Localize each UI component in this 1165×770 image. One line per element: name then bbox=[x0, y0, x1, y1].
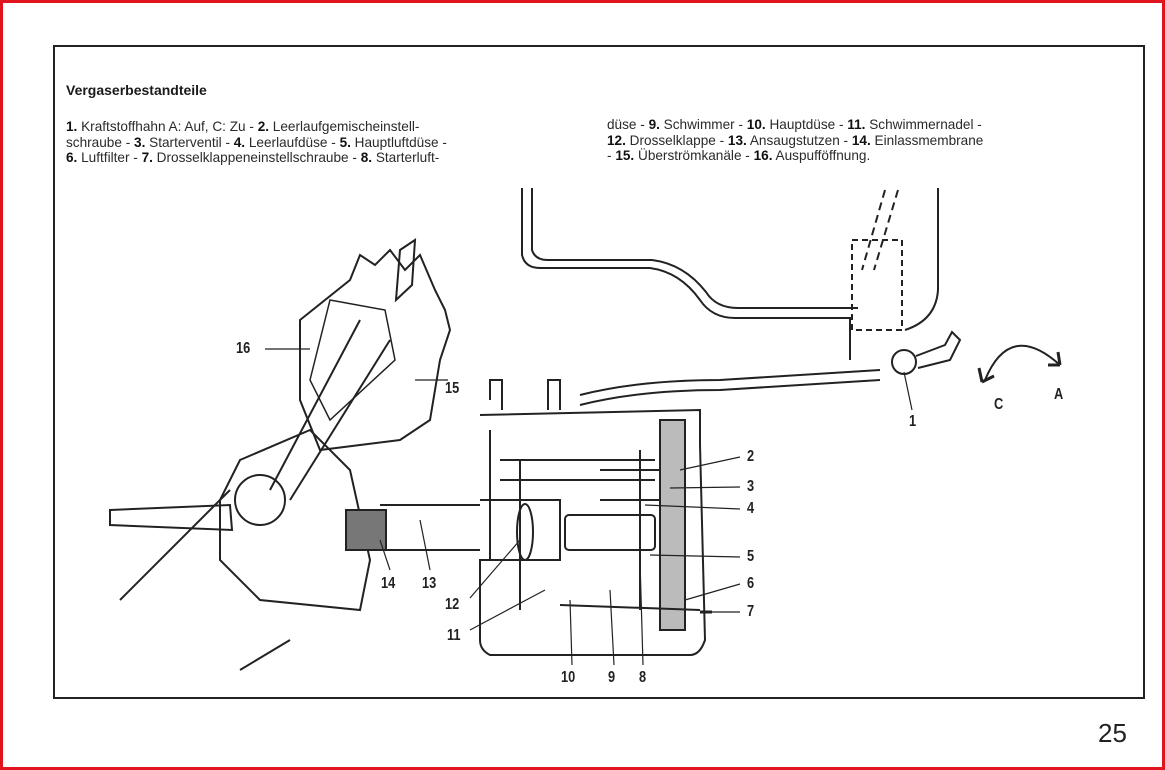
label-2: 2 bbox=[747, 448, 755, 465]
legend-number: 12. bbox=[607, 132, 626, 148]
air-filter bbox=[659, 419, 686, 631]
legend-text: Luftfilter - bbox=[77, 150, 142, 165]
label-13: 13 bbox=[422, 575, 437, 592]
label-a: A bbox=[1054, 386, 1064, 403]
legend-text: Drosselklappe - bbox=[625, 132, 728, 148]
legend-text: Starterventil - bbox=[145, 134, 234, 150]
reed-valve bbox=[345, 509, 387, 551]
label-5: 5 bbox=[747, 548, 755, 565]
legend-text: Kraftstoffhahn A: Auf, C: Zu - bbox=[77, 119, 258, 134]
filler-dashed bbox=[861, 189, 899, 271]
crankcase bbox=[219, 428, 372, 612]
legend-number: 15. bbox=[615, 148, 635, 163]
label-12: 12 bbox=[445, 596, 460, 613]
legend-text: Hauptluftdüse - bbox=[350, 134, 447, 150]
label-10: 10 bbox=[561, 669, 576, 686]
legend-line: - 15. Überströmkanäle - 16. Auspufföffnu… bbox=[607, 148, 983, 164]
legend-text: - bbox=[607, 148, 616, 163]
label-9: 9 bbox=[608, 669, 616, 686]
legend-number: 16. bbox=[753, 148, 773, 163]
figure-title: Vergaserbestandteile bbox=[66, 82, 207, 98]
label-4: 4 bbox=[747, 500, 755, 517]
label-16: 16 bbox=[236, 340, 251, 357]
legend-line: 6. Luftfilter - 7. Drosselklappeneinstel… bbox=[66, 150, 447, 166]
legend-line: 12. Drosselklappe - 13. Ansaugstutzen - … bbox=[607, 133, 983, 149]
legend-number: 7. bbox=[141, 150, 153, 165]
legend-number: 3. bbox=[134, 134, 146, 150]
legend-number: 6. bbox=[66, 150, 78, 165]
legend-number: 1. bbox=[66, 119, 78, 134]
legend-text: Ansaugstutzen - bbox=[746, 132, 852, 148]
label-1: 1 bbox=[909, 413, 917, 430]
float-chamber bbox=[564, 514, 656, 551]
throttle-valve bbox=[516, 503, 534, 561]
page-number: 25 bbox=[1098, 718, 1127, 748]
fuel-line bbox=[521, 188, 851, 360]
legend-number: 11. bbox=[847, 117, 866, 132]
legend-line: 1. Kraftstoffhahn A: Auf, C: Zu - 2. Lee… bbox=[66, 119, 447, 135]
legend-text: Überströmkanäle - bbox=[634, 148, 754, 163]
legend-text: Leerlaufdüse - bbox=[245, 134, 340, 150]
carburetor-body bbox=[345, 379, 712, 656]
legend-number: 4. bbox=[233, 134, 246, 150]
legend-number: 13. bbox=[727, 132, 747, 148]
legend-text: Einlassmembrane bbox=[870, 132, 984, 148]
intake-manifold bbox=[380, 504, 480, 551]
label-14: 14 bbox=[381, 575, 396, 592]
legend-number: 14. bbox=[851, 132, 871, 148]
legend-line: düse - 9. Schwimmer - 10. Hauptdüse - 11… bbox=[607, 117, 983, 133]
legend-number: 2. bbox=[257, 119, 270, 134]
label-7: 7 bbox=[747, 603, 755, 620]
legend-number: 10. bbox=[746, 117, 766, 132]
legend-number: 5. bbox=[339, 134, 351, 150]
figure-frame bbox=[53, 45, 1145, 699]
fuel-filter bbox=[851, 239, 903, 331]
legend-left: 1. Kraftstoffhahn A: Auf, C: Zu - 2. Lee… bbox=[66, 119, 447, 166]
legend-text: Starterluft- bbox=[372, 150, 440, 165]
fuel-tap bbox=[891, 349, 917, 375]
label-8: 8 bbox=[639, 669, 647, 686]
legend-text: Hauptdüse - bbox=[765, 117, 848, 132]
crankshaft bbox=[109, 503, 234, 532]
rotation-arrow-icon bbox=[984, 344, 1061, 381]
leader-lines bbox=[265, 348, 913, 666]
tank-outline bbox=[904, 188, 939, 331]
legend-text: schraube - bbox=[66, 134, 135, 150]
label-c: C bbox=[994, 396, 1004, 413]
label-15: 15 bbox=[445, 380, 460, 397]
fuel-hose bbox=[579, 369, 881, 406]
label-11: 11 bbox=[447, 627, 461, 644]
legend-line: schraube - 3. Starterventil - 4. Leerlau… bbox=[66, 135, 447, 151]
legend-right: düse - 9. Schwimmer - 10. Hauptdüse - 11… bbox=[607, 117, 983, 164]
label-6: 6 bbox=[747, 575, 755, 592]
cylinder bbox=[109, 238, 452, 671]
legend-number: 9. bbox=[648, 117, 660, 132]
label-3: 3 bbox=[747, 478, 755, 495]
legend-text: Drosselklappeneinstellschraube - bbox=[152, 150, 361, 165]
legend-number: 8. bbox=[360, 150, 373, 165]
legend-text: Schwimmer - bbox=[659, 117, 747, 132]
legend-text: Leerlaufgemischeinstell- bbox=[269, 119, 420, 134]
legend-text: Auspufföffnung. bbox=[772, 148, 871, 163]
legend-text: düse - bbox=[607, 117, 649, 132]
legend-text: Schwimmernadel - bbox=[865, 117, 982, 132]
